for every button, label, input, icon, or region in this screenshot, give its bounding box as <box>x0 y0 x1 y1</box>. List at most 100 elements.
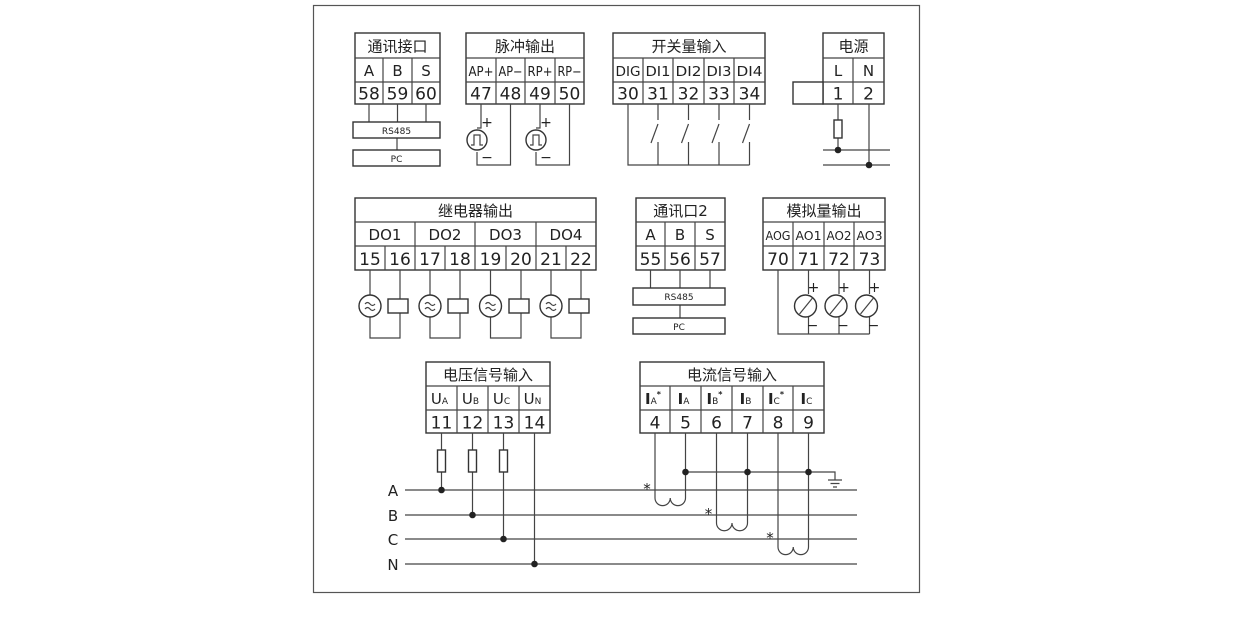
label-main: U <box>462 390 473 408</box>
switch-contact-icon <box>650 123 659 144</box>
terminal-number: 56 <box>669 250 691 270</box>
square-wave-icon <box>530 134 542 146</box>
blank-terminal <box>792 81 824 105</box>
relay-coil-icon <box>478 294 503 318</box>
terminal-label: UC <box>493 390 510 408</box>
column-divider <box>642 58 735 104</box>
terminal-number: 55 <box>640 250 662 270</box>
fuse-icon <box>436 449 447 473</box>
terminal-label: UA <box>431 390 449 408</box>
wire <box>535 104 571 166</box>
label-subscript: B <box>473 397 479 407</box>
terminal-number: 13 <box>493 413 515 433</box>
terminal-label: AO3 <box>857 229 883 243</box>
column-divider <box>792 222 855 270</box>
block-title: 电压信号输入 <box>443 366 533 384</box>
column-divider <box>384 222 567 270</box>
rs485-box <box>632 287 726 306</box>
terminal-number: 22 <box>570 250 592 270</box>
terminal-label: DI1 <box>646 65 671 80</box>
terminal-number: 15 <box>359 250 381 270</box>
label-subscript: C <box>774 397 780 407</box>
block-title: 开关量输入 <box>651 38 726 56</box>
minus-sign: − <box>807 318 819 334</box>
wire <box>476 104 512 166</box>
label-subscript: B <box>745 397 751 407</box>
polarity-star: * <box>780 390 785 399</box>
block-title: 模拟量输出 <box>786 202 861 220</box>
terminal-number: 1 <box>833 85 844 105</box>
wire <box>649 270 711 318</box>
terminal-label: IC <box>801 390 813 408</box>
terminal-number: 33 <box>708 85 730 105</box>
plus-sign: + <box>540 115 552 131</box>
column-divider <box>669 386 794 433</box>
load-icon <box>447 298 469 314</box>
terminal-number: 8 <box>773 413 784 433</box>
terminal-label: IA* <box>645 390 662 408</box>
terminal-label: DI4 <box>737 65 763 80</box>
terminal-label: AP+ <box>469 65 494 80</box>
load-icon <box>387 298 409 314</box>
polarity-star: * <box>657 390 662 399</box>
switch-contact-icon <box>680 123 690 144</box>
terminal-number: 17 <box>419 250 441 270</box>
junction-dot <box>682 468 689 476</box>
terminal-label: AO1 <box>796 229 822 243</box>
terminal-number: 73 <box>859 250 881 270</box>
label-main: I <box>645 390 651 408</box>
terminal-label: RP+ <box>528 65 553 80</box>
phase-label: N <box>387 556 398 574</box>
junction-dot <box>805 468 812 476</box>
ac-symbol <box>485 301 496 312</box>
terminal-number: 30 <box>617 85 639 105</box>
terminal-label: AO2 <box>827 229 852 243</box>
current-transformer <box>777 433 810 556</box>
fuse-icon <box>498 449 509 473</box>
load-icon <box>568 298 590 314</box>
junction-dot <box>500 535 507 543</box>
terminal-number: 5 <box>680 413 691 433</box>
terminal-label: IA <box>678 390 691 408</box>
pc-box <box>352 149 441 167</box>
wire <box>368 104 427 150</box>
polarity-star: * <box>705 505 713 523</box>
relay-coil-icon <box>418 294 442 318</box>
block-frame <box>635 197 726 271</box>
junction-dot <box>865 161 873 169</box>
terminal-number: 32 <box>678 85 700 105</box>
block-frame <box>354 32 441 105</box>
polarity-star: * <box>643 480 651 498</box>
terminal-label: DI2 <box>676 65 702 80</box>
label-main: I <box>801 390 807 408</box>
terminal-label: UB <box>462 390 479 408</box>
label-subscript: A <box>442 397 449 407</box>
meter-needle <box>829 297 844 315</box>
terminal-number: 49 <box>529 85 551 105</box>
pulse-source-icon <box>466 129 488 151</box>
fuse-icon <box>467 449 478 473</box>
block-title: 电流信号输入 <box>687 366 777 384</box>
label-main: I <box>740 390 746 408</box>
terminal-number: 9 <box>803 413 814 433</box>
phase-label: B <box>388 507 398 525</box>
row-divider <box>355 57 440 83</box>
pc-label: PC <box>391 155 403 165</box>
relay-coil-icon <box>539 294 563 318</box>
pc-box <box>632 317 726 335</box>
terminal-number: 31 <box>647 85 669 105</box>
block-title: 通讯口2 <box>653 202 708 220</box>
block-title: 通讯接口 <box>367 38 427 56</box>
terminal-label: B <box>675 226 685 244</box>
column-divider <box>456 386 520 433</box>
terminal-label: RP− <box>558 65 582 80</box>
minus-sign: − <box>540 150 552 166</box>
terminal-number: 71 <box>798 250 820 270</box>
terminal-label: DO2 <box>429 226 462 244</box>
junction-dot <box>438 486 445 494</box>
